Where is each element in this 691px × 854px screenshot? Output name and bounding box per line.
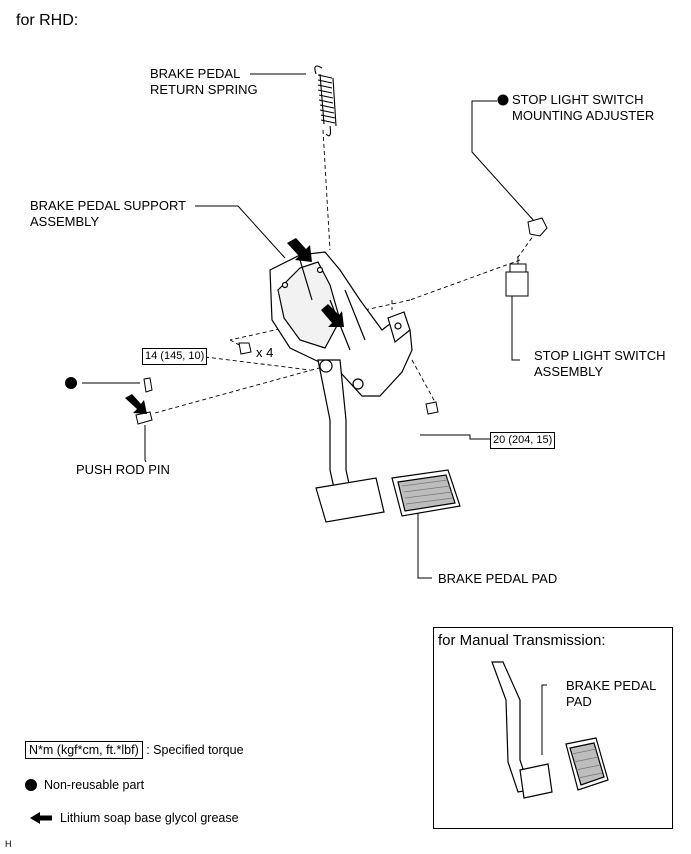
legend-arrow-icon — [30, 812, 52, 824]
mt-pad-label-1: BRAKE PEDAL — [566, 678, 657, 693]
grease-arrow-icon — [125, 394, 147, 414]
stop-light-switch-icon — [505, 256, 529, 297]
push-rod-pin-icon — [135, 411, 153, 425]
clip-icon — [143, 377, 153, 393]
flange-bolt-icon — [425, 401, 439, 415]
pedal-pad-label: BRAKE PEDAL PAD — [438, 571, 558, 586]
stop-light-adjuster-icon — [527, 217, 548, 237]
bolt-torque-spec: 20 (204, 15) — [490, 432, 556, 449]
page-title: for RHD: — [16, 12, 79, 29]
support-label-1: BRAKE PEDAL SUPPORT — [30, 198, 187, 213]
return-spring-label-2: RETURN SPRING — [150, 82, 258, 97]
push-rod-pin-label: PUSH ROD PIN — [76, 462, 170, 477]
return-spring-label-1: BRAKE PEDAL — [150, 66, 241, 81]
brake-pedal-lever — [315, 359, 385, 523]
legend-grease: Lithium soap base glycol grease — [60, 811, 239, 825]
flange-nut-icon — [238, 342, 252, 355]
legend-non-reusable: Non-reusable part — [44, 778, 145, 792]
legend-torque-text: : Specified torque — [146, 743, 244, 757]
non-reusable-dot-icon — [65, 377, 77, 389]
switch-label-1: STOP LIGHT SWITCH — [534, 348, 666, 363]
brake-pedal-pad-icon — [391, 469, 461, 517]
figure-code: H — [5, 839, 12, 849]
support-label-2: ASSEMBLY — [30, 214, 100, 229]
nut-torque-spec: 14 (145, 10) — [142, 348, 208, 365]
adjuster-label-2: MOUNTING ADJUSTER — [512, 108, 655, 123]
manual-transmission-inset — [433, 627, 673, 829]
grease-arrows — [125, 238, 344, 414]
legend-dot-icon — [25, 779, 37, 791]
inset-title: for Manual Transmission: — [438, 632, 606, 649]
mt-pedal-drawing — [491, 661, 609, 799]
grease-arrow-icon — [287, 238, 312, 262]
legend-torque-box: N*m (kgf*cm, ft.*lbf) — [25, 741, 143, 759]
adjuster-label-1: STOP LIGHT SWITCH — [512, 92, 644, 107]
non-reusable-dot-icon — [497, 94, 509, 106]
nut-quantity: x 4 — [256, 345, 274, 360]
return-spring-icon — [314, 65, 337, 137]
switch-label-2: ASSEMBLY — [534, 364, 604, 379]
grease-arrow-icon — [321, 304, 344, 327]
mt-pad-label-2: PAD — [566, 694, 592, 709]
legend-torque: N*m (kgf*cm, ft.*lbf) : Specified torque — [25, 741, 244, 759]
